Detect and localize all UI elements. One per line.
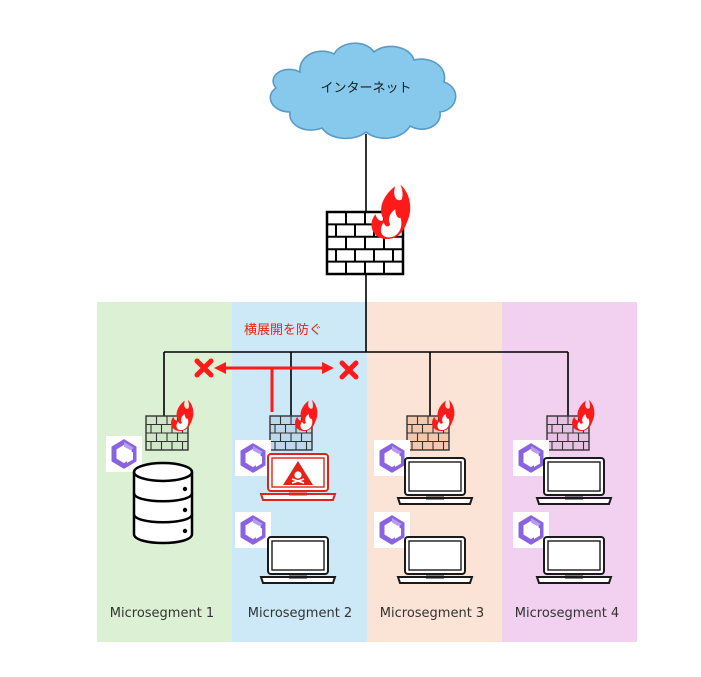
agent-logo-icon	[235, 512, 271, 548]
agent-logo-icon	[235, 440, 271, 476]
cloud-icon	[269, 42, 457, 140]
laptop-icon	[535, 535, 613, 585]
laptop-icon	[535, 456, 613, 506]
database-icon	[132, 461, 194, 545]
segment-3-label: Microsegment 3	[380, 606, 484, 621]
drop-lines	[163, 352, 569, 416]
laptop-icon	[396, 456, 474, 506]
agent-logo-icon	[106, 436, 142, 472]
lateral-movement-arrow	[214, 362, 334, 412]
segment-1-label: Microsegment 1	[110, 606, 214, 621]
lateral-movement-label: 横展開を防ぐ	[244, 322, 322, 338]
segment-2-label: Microsegment 2	[248, 606, 352, 621]
laptop-icon	[259, 535, 337, 585]
laptop-icon	[396, 535, 474, 585]
compromised-laptop-icon	[259, 453, 337, 501]
segment-firewall-icon	[145, 415, 189, 451]
segment-4-label: Microsegment 4	[515, 606, 619, 621]
internet-label: インターネット	[320, 81, 411, 96]
